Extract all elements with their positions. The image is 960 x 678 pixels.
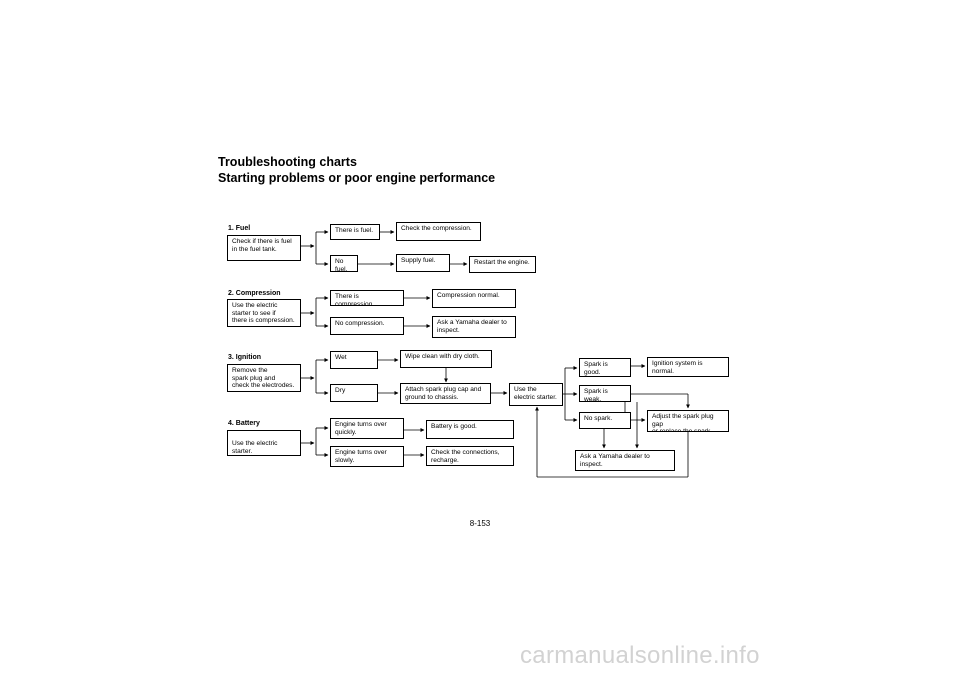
battery-quick-box: Engine turns over quickly. — [330, 418, 404, 439]
page-number: 8-153 — [469, 519, 491, 528]
compression-dealer-box: Ask a Yamaha dealer to inspect. — [432, 316, 516, 338]
section-fuel-label: 1. Fuel — [228, 225, 251, 232]
compression-check-box: Use the electric starter to see if there… — [227, 299, 301, 327]
adjust-plug-box: Adjust the spark plug gap or replace the… — [647, 410, 729, 432]
ignition-attach-cap-box: Attach spark plug cap and ground to chas… — [400, 383, 491, 404]
fuel-supply-box: Supply fuel. — [396, 254, 450, 272]
compression-normal-box: Compression normal. — [432, 289, 516, 308]
battery-slow-box: Engine turns over slowly. — [330, 446, 404, 467]
spark-good-box: Spark is good. — [579, 358, 631, 377]
fuel-check-compression-box: Check the compression. — [396, 222, 481, 241]
ignition-dealer-box: Ask a Yamaha dealer to inspect. — [575, 450, 675, 471]
fuel-restart-box: Restart the engine. — [469, 256, 536, 273]
battery-check-box: Use the electric starter. — [227, 430, 301, 456]
ignition-dry-box: Dry — [330, 384, 378, 402]
watermark: carmanualsonline.info — [520, 642, 760, 669]
ignition-wet-box: Wet — [330, 351, 378, 369]
battery-good-box: Battery is good. — [426, 420, 514, 439]
section-compression-label: 2. Compression — [228, 290, 281, 297]
ignition-normal-box: Ignition system is normal. — [647, 357, 729, 377]
ignition-starter-box: Use the electric starter. — [509, 383, 563, 406]
chart-title: Troubleshooting charts — [218, 155, 357, 169]
section-battery-label: 4. Battery — [228, 420, 260, 427]
battery-recharge-box: Check the connections, recharge. — [426, 446, 514, 466]
fuel-yes-box: There is fuel. — [330, 224, 380, 240]
fuel-check-box: Check if there is fuel in the fuel tank. — [227, 235, 301, 261]
section-ignition-label: 3. Ignition — [228, 354, 262, 361]
spark-weak-box: Spark is weak. — [579, 385, 631, 402]
compression-no-box: No compression. — [330, 317, 404, 335]
ignition-check-box: Remove the spark plug and check the elec… — [227, 364, 301, 392]
chart-subtitle: Starting problems or poor engine perform… — [218, 171, 496, 185]
fuel-no-box: No fuel. — [330, 255, 358, 272]
compression-yes-box: There is compression. — [330, 290, 404, 306]
no-spark-box: No spark. — [579, 412, 631, 429]
ignition-wipe-box: Wipe clean with dry cloth. — [400, 350, 492, 368]
